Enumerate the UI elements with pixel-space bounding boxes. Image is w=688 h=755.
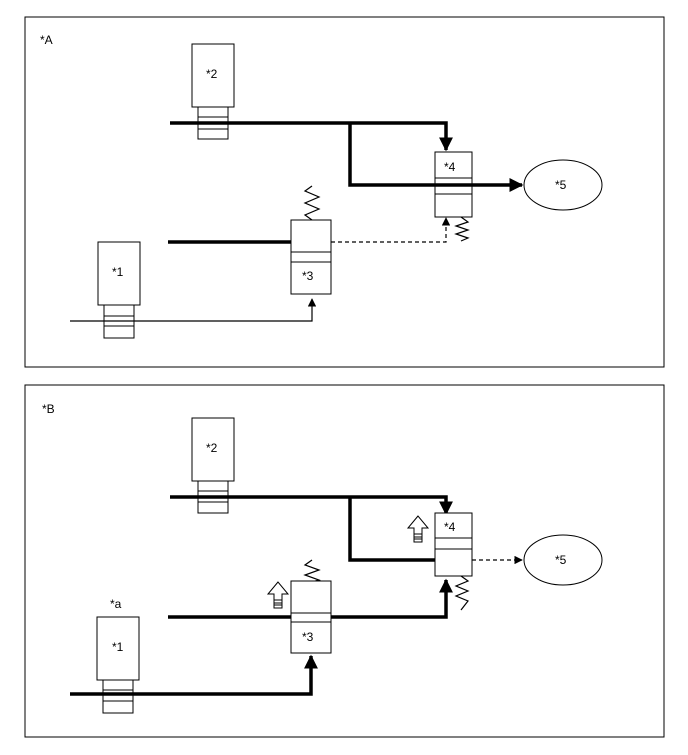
component-5-label: *5 — [555, 553, 567, 567]
panel-b-frame — [24, 384, 665, 738]
line-pressure-top — [170, 121, 453, 152]
component-4-label: *4 — [444, 520, 456, 534]
panel-a: *A *2 *1 — [24, 16, 665, 368]
component-1-label: *1 — [112, 265, 124, 279]
line-signal-1-to-3 — [70, 654, 318, 696]
component-3: *3 — [290, 185, 332, 295]
panel-b-tag: *B — [42, 402, 55, 416]
panel-b: *B *2 *a *1 — [24, 384, 665, 738]
spring-icon — [454, 575, 470, 611]
up-arrow-icon — [406, 515, 430, 543]
line-pressure-top — [170, 495, 453, 516]
up-arrow-icon — [266, 581, 290, 609]
line-pressure-branch — [348, 497, 435, 562]
energized-note: *a — [110, 597, 122, 611]
component-5-label: *5 — [555, 178, 567, 192]
component-4: *4 — [434, 512, 473, 611]
line-pressure-3-to-4 — [168, 578, 453, 619]
line-dashed-3-to-4 — [331, 217, 451, 243]
component-1-label: *1 — [112, 640, 124, 654]
component-1: *a *1 — [96, 597, 140, 714]
component-2-label: *2 — [206, 441, 218, 455]
component-1: *1 — [97, 241, 141, 339]
component-3: *3 — [290, 559, 332, 654]
component-4-label: *4 — [444, 160, 456, 174]
spring-icon — [454, 216, 470, 242]
component-3-label: *3 — [302, 630, 314, 644]
component-3-label: *3 — [302, 269, 314, 283]
panel-a-tag: *A — [40, 33, 53, 47]
component-4: *4 — [434, 151, 473, 242]
component-5: *5 — [523, 534, 603, 586]
panel-a-frame — [24, 16, 665, 368]
component-5: *5 — [523, 159, 603, 211]
line-signal-1-to-3 — [70, 298, 317, 322]
component-2: *2 — [191, 417, 235, 514]
spring-icon — [303, 185, 321, 221]
component-2: *2 — [191, 43, 235, 140]
component-2-label: *2 — [206, 67, 218, 81]
